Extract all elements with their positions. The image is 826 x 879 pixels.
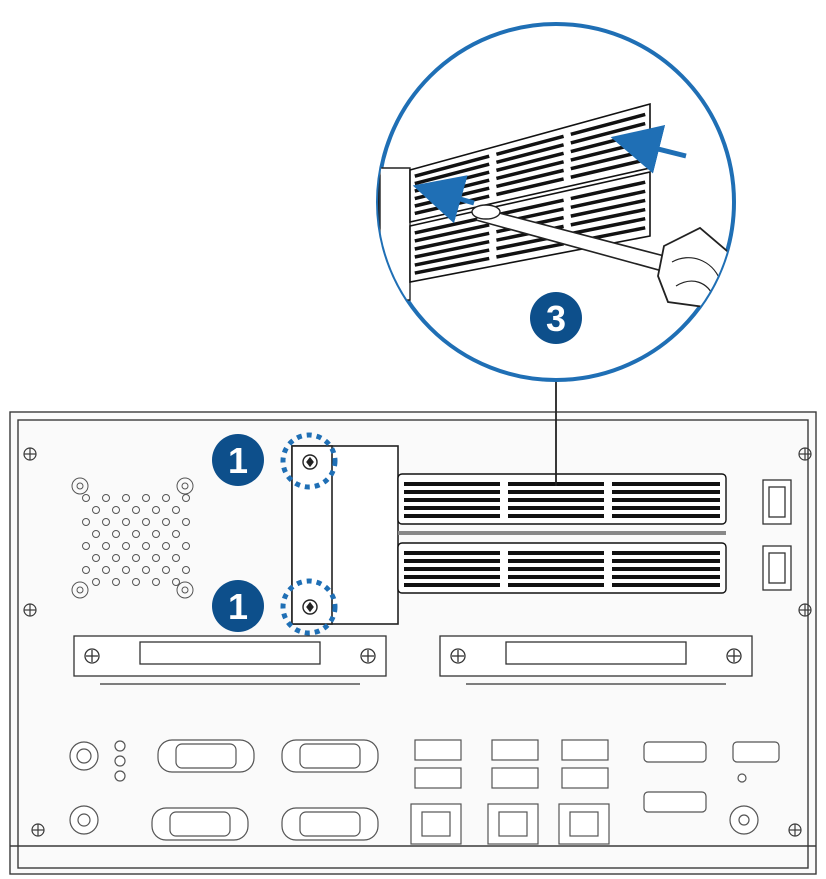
vent-hole [152,554,160,562]
chassis-screw-marks [23,447,812,837]
vent-hole [132,554,140,562]
zoom-vent-slot [570,189,646,210]
step-badge-screw-top-label: 1 [228,440,248,481]
zoom-vent-slot [570,198,646,218]
zoom-vent-slot [414,154,490,178]
vent-hole [142,542,150,550]
zoom-vent-slot [495,168,565,189]
screw-highlight-top [280,432,338,490]
vent-hole [152,578,160,586]
bracket-screw-bottom [302,599,318,615]
vent-hole [122,518,130,526]
zoom-vent-slot [414,256,490,275]
vent-hole [142,518,150,526]
vent-hole [82,542,90,550]
vent-hole [142,494,150,502]
vent-hole [112,506,120,514]
vent-hole [82,518,90,526]
expansion-card-bracket [291,445,399,625]
zoom-vent-slot [496,242,564,259]
zoom-vent-slot [496,177,564,197]
zoom-vent-slot [495,134,565,156]
vent-hole [172,506,180,514]
zoom-vent-slot [570,207,646,227]
vent-hole [152,530,160,538]
vent-hole [112,530,120,538]
vent-hole [162,518,170,526]
vent-hole [122,566,130,574]
vent-hole [162,566,170,574]
step-badge-insert: 3 [530,292,582,344]
screw-highlight-bottom [280,578,338,636]
vent-hole [92,506,100,514]
zoom-vent-slot [414,223,490,243]
vent-hole [92,578,100,586]
vent-hole [182,494,190,502]
zoom-vent-slot [414,239,490,259]
zoom-vent-slot [495,151,565,173]
vent-hole [132,506,140,514]
vent-hole [102,518,110,526]
step-badge-insert-label: 3 [546,298,566,339]
vent-hole [92,554,100,562]
side-ports [762,479,792,591]
vent-hole [112,578,120,586]
insert-arrow-icon [412,125,687,224]
vent-slots [404,482,720,587]
slot-cover-right [439,635,753,685]
zoom-vent-slot [570,216,646,236]
zoom-vent-slot [570,180,646,201]
vent-hole [112,554,120,562]
ventilation-grid [71,477,194,599]
vent-hole [162,542,170,550]
slot-cover-left [73,635,387,685]
zoom-vent-slot [495,160,565,181]
vent-hole [92,530,100,538]
io-ports [69,739,780,845]
vent-hole [152,506,160,514]
vent-hole [102,566,110,574]
bracket-screw-top [302,454,318,470]
zoom-vent-slot [414,248,490,267]
step-badge-screw-bottom: 1 [212,580,264,632]
zoom-vent-slot [414,231,490,251]
step-badge-screw-top: 1 [212,434,264,486]
vent-hole [182,518,190,526]
vent-hole [82,566,90,574]
zoom-vent-slot [570,112,646,137]
step-badge-screw-bottom-label: 1 [228,586,248,627]
zoom-detail [376,22,736,382]
vent-hole [172,554,180,562]
vent-hole [122,542,130,550]
vent-hole [182,542,190,550]
vent-hole [172,530,180,538]
vent-hole [172,578,180,586]
vent-hole [142,566,150,574]
zoom-vent-slot [496,198,564,217]
vent-hole [162,494,170,502]
zoom-vent-slot [495,143,565,165]
vent-hole [182,566,190,574]
vent-hole [82,494,90,502]
vent-hole [102,494,110,502]
vent-hole [132,578,140,586]
vent-hole [102,542,110,550]
vent-hole [132,530,140,538]
vent-hole [122,494,130,502]
